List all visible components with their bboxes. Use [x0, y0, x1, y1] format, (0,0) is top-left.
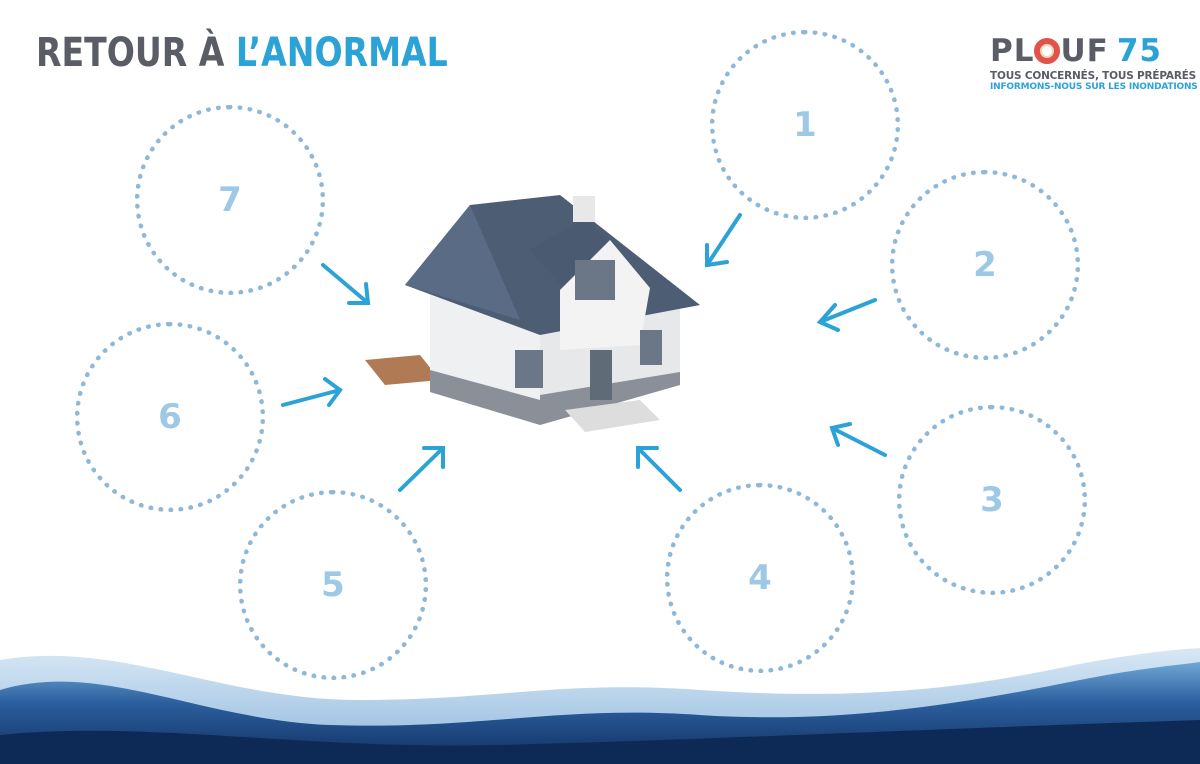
- lifebuoy-icon: [1034, 38, 1061, 64]
- bubble-circle-1: 1: [710, 30, 900, 220]
- logo-number: 75: [1116, 33, 1162, 69]
- logo-text-right: UF: [1060, 33, 1109, 69]
- arrow-3: [829, 422, 887, 457]
- step-number: 4: [748, 558, 772, 598]
- bubble-circle-3: 3: [897, 405, 1087, 595]
- arrow-5: [398, 446, 445, 492]
- step-number: 3: [980, 480, 1004, 520]
- page-title: RETOUR À L’ANORMAL: [36, 30, 448, 76]
- bubble-circle-7: 7: [135, 105, 325, 295]
- logo-subtitle: INFORMONS-NOUS SUR LES INONDATIONS: [990, 82, 1198, 92]
- bubble-circle-2: 2: [890, 170, 1080, 360]
- logo-text-left: PL: [990, 33, 1035, 69]
- step-number: 2: [973, 245, 997, 285]
- step-number: 1: [793, 105, 817, 145]
- bubble-circle-6: 6: [75, 322, 265, 512]
- bubble-circle-5: 5: [238, 490, 428, 680]
- water-wave: [0, 648, 1200, 764]
- title-part-1: RETOUR À: [36, 30, 225, 76]
- arrow-2: [816, 298, 877, 332]
- arrow-6: [281, 377, 343, 407]
- logo-tagline: TOUS CONCERNÉS, TOUS PRÉPARÉS: [990, 70, 1197, 82]
- step-number: 5: [321, 565, 345, 605]
- step-number: 7: [218, 180, 242, 220]
- step-number: 6: [158, 397, 182, 437]
- bubble-circle-4: 4: [665, 483, 855, 673]
- arrows: [281, 213, 887, 492]
- arrow-7: [321, 263, 371, 305]
- house-illustration: [365, 195, 700, 432]
- arrow-4: [636, 446, 682, 492]
- arrow-1: [705, 213, 742, 268]
- title-part-2: L’ANORMAL: [235, 30, 448, 76]
